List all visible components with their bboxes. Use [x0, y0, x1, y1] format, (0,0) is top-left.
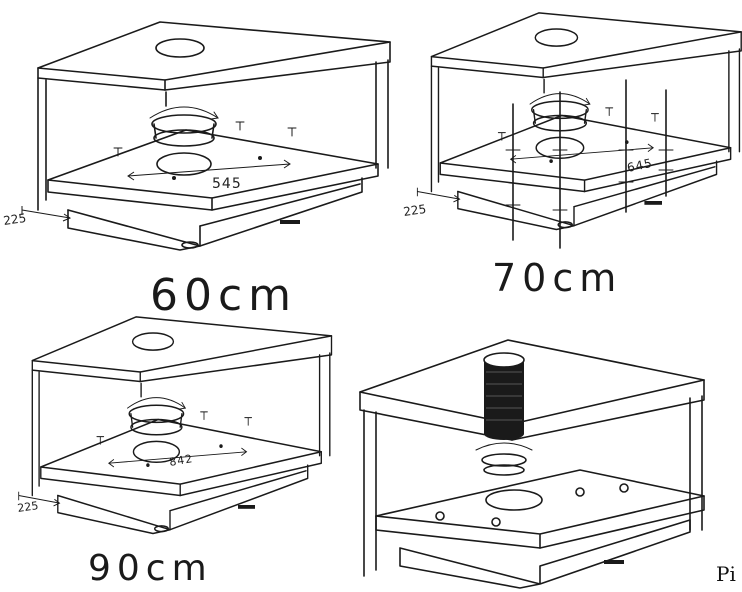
size-label-70cm: 70cm	[492, 256, 623, 300]
size-label-90cm: 90cm	[88, 548, 213, 589]
depth-dim-70: 225	[402, 202, 427, 219]
caption-text: Pi	[716, 562, 736, 586]
panel-90cm: 225 842	[17, 316, 333, 535]
panel-60cm: 225 545	[2, 21, 391, 251]
panel-duct	[359, 339, 705, 589]
size-label-60cm: 60cm	[150, 270, 298, 321]
depth-dim-90: 225	[17, 499, 40, 515]
depth-dim-60: 225	[2, 211, 27, 228]
panel-70cm: 225 645	[402, 12, 742, 249]
width-dim-60: 545	[212, 176, 242, 192]
width-dim-90: 842	[168, 452, 194, 469]
width-dim-70: 645	[626, 156, 654, 175]
